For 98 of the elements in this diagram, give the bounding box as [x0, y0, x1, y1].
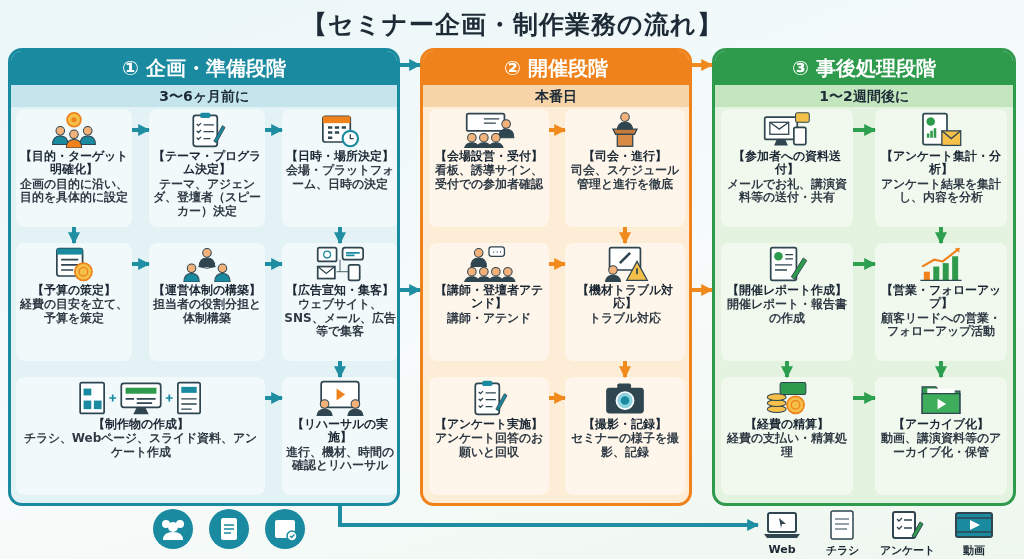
step-card	[282, 243, 397, 361]
flow-arrow	[334, 361, 346, 379]
flow-arrow	[334, 227, 346, 245]
flow-arrow	[265, 124, 284, 136]
step-description: 開催レポート・報告書の作成	[726, 298, 848, 326]
step-title: 【開催レポート作成】	[727, 284, 847, 297]
step-description: 会場・プラットフォーム、日時の決定	[285, 164, 395, 192]
step-description: トラブル対応	[589, 311, 661, 326]
step-description: アンケート結果を集計し、内容を分析	[880, 177, 1002, 205]
step-card	[721, 243, 853, 361]
step-card	[875, 109, 1007, 227]
step-title: 【目的・ターゲット明確化】	[19, 150, 129, 177]
step-card	[565, 377, 685, 495]
step-card	[565, 243, 685, 361]
step-description: チラシ、Webページ、スライド資料、アンケート作成	[22, 432, 259, 460]
step-card	[16, 243, 132, 361]
step-description: 経費の支払い・精算処理	[726, 432, 848, 460]
page-title: 【セミナー企画・制作業務の流れ】	[301, 9, 723, 41]
step-title: 【会場設営・受付】	[435, 150, 543, 163]
step-card	[282, 109, 397, 227]
step-title: 【アンケート集計・分析】	[880, 150, 1002, 177]
stage-timing: 1〜2週間後に	[715, 85, 1013, 107]
step-card	[429, 109, 549, 227]
step-description: 司会、スケジュール管理と進行を徹底	[570, 164, 680, 192]
step-description: 看板、誘導サイン、受付での参加者確認	[434, 164, 544, 192]
stage-timing: 本番日	[423, 85, 689, 107]
flow-arrow	[338, 506, 760, 531]
step-description: 講師・アテンド	[447, 311, 531, 326]
step-card	[282, 377, 397, 495]
step-title: 【リハーサルの実施】	[291, 418, 389, 445]
flow-arrow	[68, 227, 80, 245]
step-card	[16, 109, 132, 227]
step-card	[429, 377, 549, 495]
flow-arrow	[549, 258, 567, 270]
step-title: 【制作物の作成】	[92, 418, 189, 432]
flow-arrow	[781, 361, 793, 379]
flow-arrow	[935, 227, 947, 245]
flow-arrow	[935, 361, 947, 379]
stage-timing: 3〜6ヶ月前に	[11, 85, 397, 107]
stage-panel	[420, 48, 692, 506]
flow-arrow	[549, 124, 567, 136]
step-title: 【営業・フォローアップ】	[880, 284, 1002, 311]
output-label: アンケート	[879, 543, 935, 558]
step-card	[721, 109, 853, 227]
flow-arrow	[692, 59, 714, 71]
flow-arrow	[853, 392, 877, 404]
stage-heading: ① 企画・準備段階	[11, 51, 397, 85]
step-description: テーマ、アジェンダ、登壇者（スピーカー）決定	[152, 177, 262, 219]
step-title: 【講師・登壇者アテンド】	[434, 284, 544, 311]
step-card	[565, 109, 685, 227]
step-description: 進行、機材、時間の確認とリハーサル	[285, 445, 395, 473]
output-label: チラシ	[825, 543, 859, 558]
flow-arrow	[265, 392, 284, 404]
stage-heading: ③ 事後処理段階	[715, 51, 1013, 85]
step-card	[16, 377, 265, 495]
step-description: 企画の目的に沿い、目的を具体的に設定	[19, 177, 129, 205]
step-card	[429, 243, 549, 361]
step-title: 【広告宣知・集客】	[286, 284, 394, 298]
step-card	[875, 243, 1007, 361]
step-title: 【予算の策定】	[32, 284, 116, 297]
step-description: 担当者の役割分担と体制構築	[152, 298, 262, 326]
flow-arrow	[853, 258, 877, 270]
flow-arrow	[853, 124, 877, 136]
flow-arrow	[400, 59, 422, 71]
flow-arrow	[265, 258, 284, 270]
stage-heading: ② 開催段階	[423, 51, 689, 85]
step-description: 経費の目安を立て、予算を策定	[19, 298, 129, 326]
flow-arrow	[132, 258, 151, 270]
step-title: 【経費の精算】	[745, 418, 829, 432]
step-description: 動画、講演資料等のアーカイブ化・保管	[880, 432, 1002, 460]
step-title: 【アンケート実施】	[435, 418, 543, 432]
step-card	[149, 109, 265, 227]
step-description: ウェブサイト、SNS、メール、広告等で集客	[284, 298, 396, 339]
step-title: 【機材トラブル対応】	[576, 284, 674, 311]
step-title: 【アーカイブ化】	[893, 418, 989, 431]
step-title: 【日時・場所決定】	[286, 150, 394, 163]
flow-arrow	[549, 392, 567, 404]
step-card	[875, 377, 1007, 495]
stage-panel	[8, 48, 400, 506]
stage-panel	[712, 48, 1016, 506]
flow-arrow	[692, 284, 714, 296]
flow-arrow	[132, 124, 151, 136]
step-card	[721, 377, 853, 495]
step-description: セミナーの様子を撮影、記録	[570, 432, 680, 460]
step-title: 【運営体制の構築】	[153, 284, 261, 298]
flow-arrow	[400, 284, 422, 296]
step-description: メールでお礼、講演資料等の送付・共有	[726, 177, 848, 205]
flow-arrow	[619, 361, 631, 379]
step-description: アンケート回答のお願いと回収	[434, 432, 544, 460]
step-card	[149, 243, 265, 361]
step-title: 【撮影・記録】	[583, 418, 667, 432]
step-description: 顧客リードへの営業・フォローアップ活動	[880, 311, 1002, 339]
flow-arrow	[619, 227, 631, 245]
output-label: Web	[768, 543, 796, 556]
output-label: 動画	[963, 543, 985, 558]
step-title: 【参加者への資料送付】	[732, 150, 842, 177]
step-title: 【テーマ・プログラム決定】	[152, 150, 262, 177]
step-title: 【司会・進行】	[583, 150, 667, 164]
